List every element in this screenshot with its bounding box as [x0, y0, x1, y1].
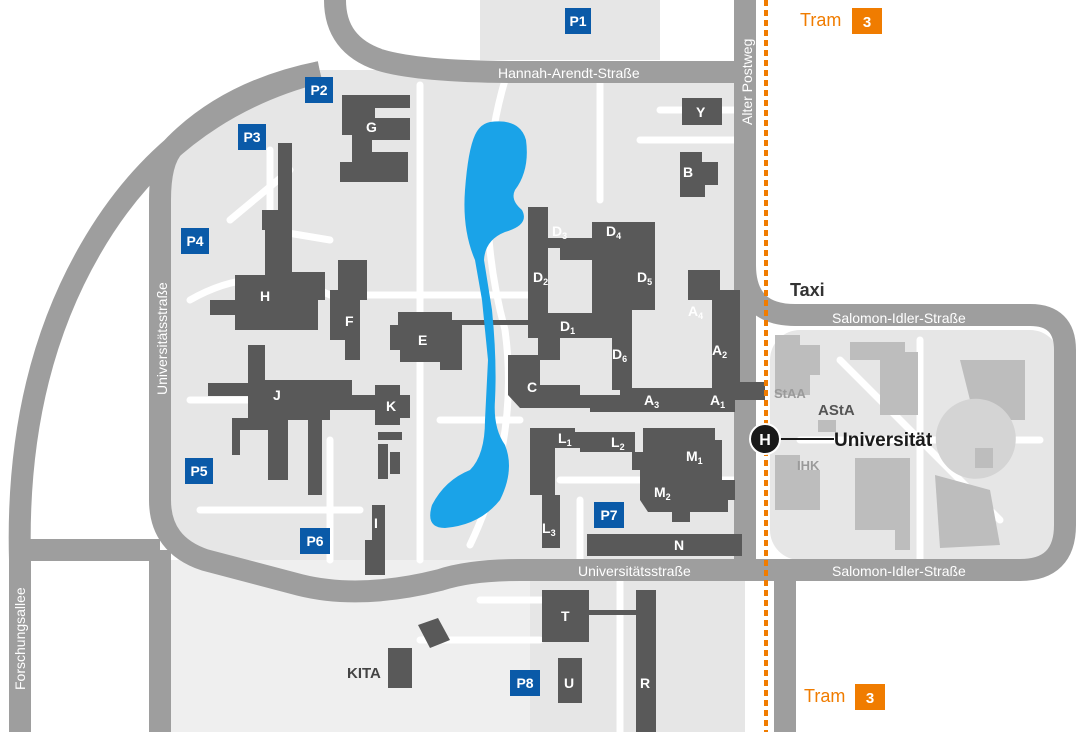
svg-text:Tram: Tram: [800, 10, 841, 30]
building-label-g: G: [366, 119, 377, 135]
campus-lake: [430, 121, 527, 528]
building-label-d5: D5: [637, 269, 652, 287]
parking-p8: P8: [510, 670, 540, 696]
svg-text:3: 3: [863, 14, 871, 31]
road-label-hannah-arendt: Hannah-Arendt-Straße: [498, 65, 640, 81]
building-label-kita: KITA: [347, 665, 381, 682]
building-label-t: T: [561, 608, 570, 624]
svg-text:P2: P2: [310, 82, 327, 98]
road-label-universitaets-south: Universitätsstraße: [578, 563, 691, 579]
campus-buildings: [208, 95, 765, 732]
stop-icon: [749, 423, 781, 455]
parking-p3: P3: [238, 124, 266, 150]
parking-p6: P6: [300, 528, 330, 554]
building-label-d2: D2: [533, 269, 548, 287]
parking-p2: P2: [305, 77, 333, 103]
building-label-r: R: [640, 675, 650, 691]
road-label-forschungsallee: Forschungsallee: [12, 587, 28, 690]
building-label-i: I: [374, 515, 378, 531]
svg-text:P5: P5: [190, 463, 207, 479]
parking-p7: P7: [594, 502, 624, 528]
parking-p5: P5: [185, 458, 213, 484]
parking-p1: P1: [565, 8, 591, 34]
building-label-staa: StAA: [774, 386, 806, 401]
svg-text:P8: P8: [516, 675, 533, 691]
building-label-asta: AStA: [818, 402, 855, 419]
road-label-alter-postweg: Alter Postweg: [739, 39, 755, 125]
svg-text:P6: P6: [306, 533, 323, 549]
building-label-d3: D3: [552, 223, 567, 241]
svg-text:P4: P4: [186, 233, 203, 249]
building-label-k: K: [386, 398, 396, 414]
building-label-m1: M1: [686, 448, 703, 466]
east-buildings: [775, 335, 1025, 550]
svg-text:Tram: Tram: [804, 686, 845, 706]
road-label-salomon-idler-south: Salomon-Idler-Straße: [832, 563, 966, 579]
building-label-d6: D6: [612, 346, 627, 364]
svg-text:3: 3: [866, 690, 874, 707]
building-label-a3: A3: [644, 392, 659, 410]
building-label-n: N: [674, 537, 684, 553]
building-label-b: B: [683, 164, 693, 180]
svg-text:P3: P3: [243, 129, 260, 145]
svg-text:H: H: [759, 432, 771, 449]
building-label-a2: A2: [712, 342, 727, 360]
building-label-d4: D4: [606, 223, 621, 241]
tram-stop-universitaet: H Universität: [749, 423, 933, 455]
stop-name: Universität: [834, 430, 933, 451]
taxi-label: Taxi: [790, 280, 825, 300]
building-label-c: C: [527, 379, 537, 395]
roads: [8, 0, 1076, 732]
building-label-j: J: [273, 387, 281, 403]
building-label-d1: D1: [560, 318, 575, 336]
road-label-salomon-idler-north: Salomon-Idler-Straße: [832, 310, 966, 326]
building-label-u: U: [564, 675, 574, 691]
svg-text:P1: P1: [569, 13, 586, 29]
building-label-f: F: [345, 313, 354, 329]
tram-sign-top: Tram 3: [800, 8, 882, 34]
building-label-y: Y: [696, 104, 706, 120]
building-label-e: E: [418, 332, 427, 348]
building-label-ihk: IHK: [797, 458, 820, 473]
building-label-l1: L1: [558, 430, 572, 448]
building-label-m2: M2: [654, 484, 671, 502]
building-label-a1: A1: [710, 392, 725, 410]
parking-p4: P4: [181, 228, 209, 254]
building-label-h: H: [260, 288, 270, 304]
road-label-universitaets-west: Universitätsstraße: [154, 282, 170, 395]
building-label-a4: A4: [688, 303, 703, 321]
building-label-l3: L3: [542, 520, 556, 538]
svg-text:P7: P7: [600, 507, 617, 523]
building-label-l2: L2: [611, 434, 625, 452]
tram-sign-bottom: Tram 3: [804, 684, 885, 710]
